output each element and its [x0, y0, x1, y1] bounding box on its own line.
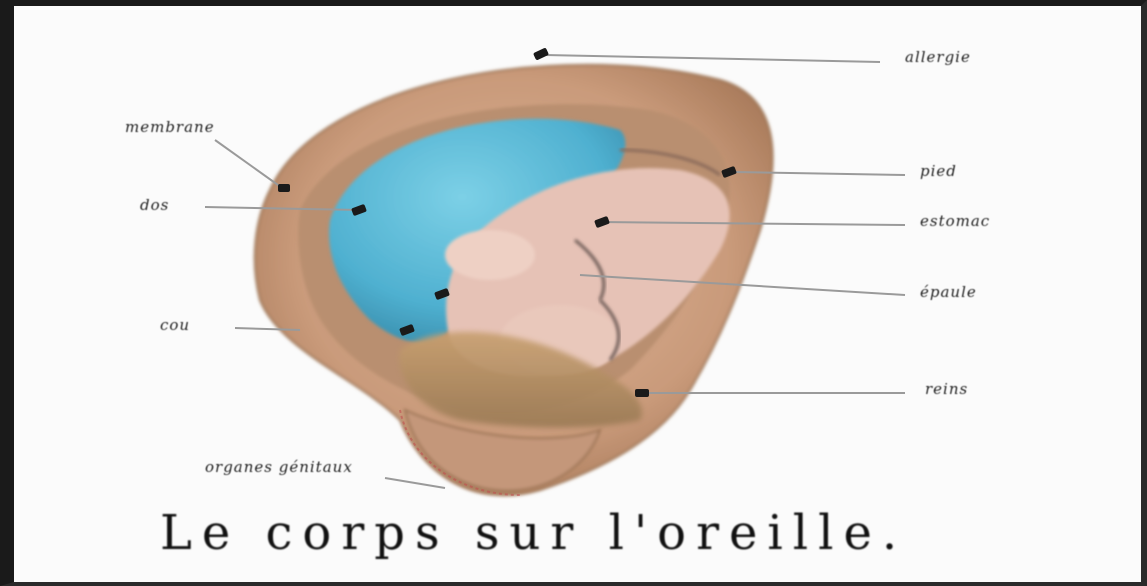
label-cou: cou — [160, 316, 190, 334]
tragus-fold — [445, 230, 535, 280]
label-dos: dos — [140, 196, 169, 214]
label-estomac: estomac — [920, 212, 990, 230]
label-allergie: allergie — [905, 48, 971, 66]
marker-membrane — [278, 184, 290, 192]
marker-allergie — [533, 47, 549, 60]
label-epaule: épaule — [920, 283, 977, 301]
label-pied: pied — [920, 162, 957, 180]
label-reins: reins — [925, 380, 968, 398]
diagram-caption: Le corps sur l'oreille. — [160, 505, 907, 561]
label-organes: organes génitaux — [205, 458, 353, 476]
label-membrane: membrane — [125, 118, 215, 136]
marker-reins — [635, 389, 649, 397]
